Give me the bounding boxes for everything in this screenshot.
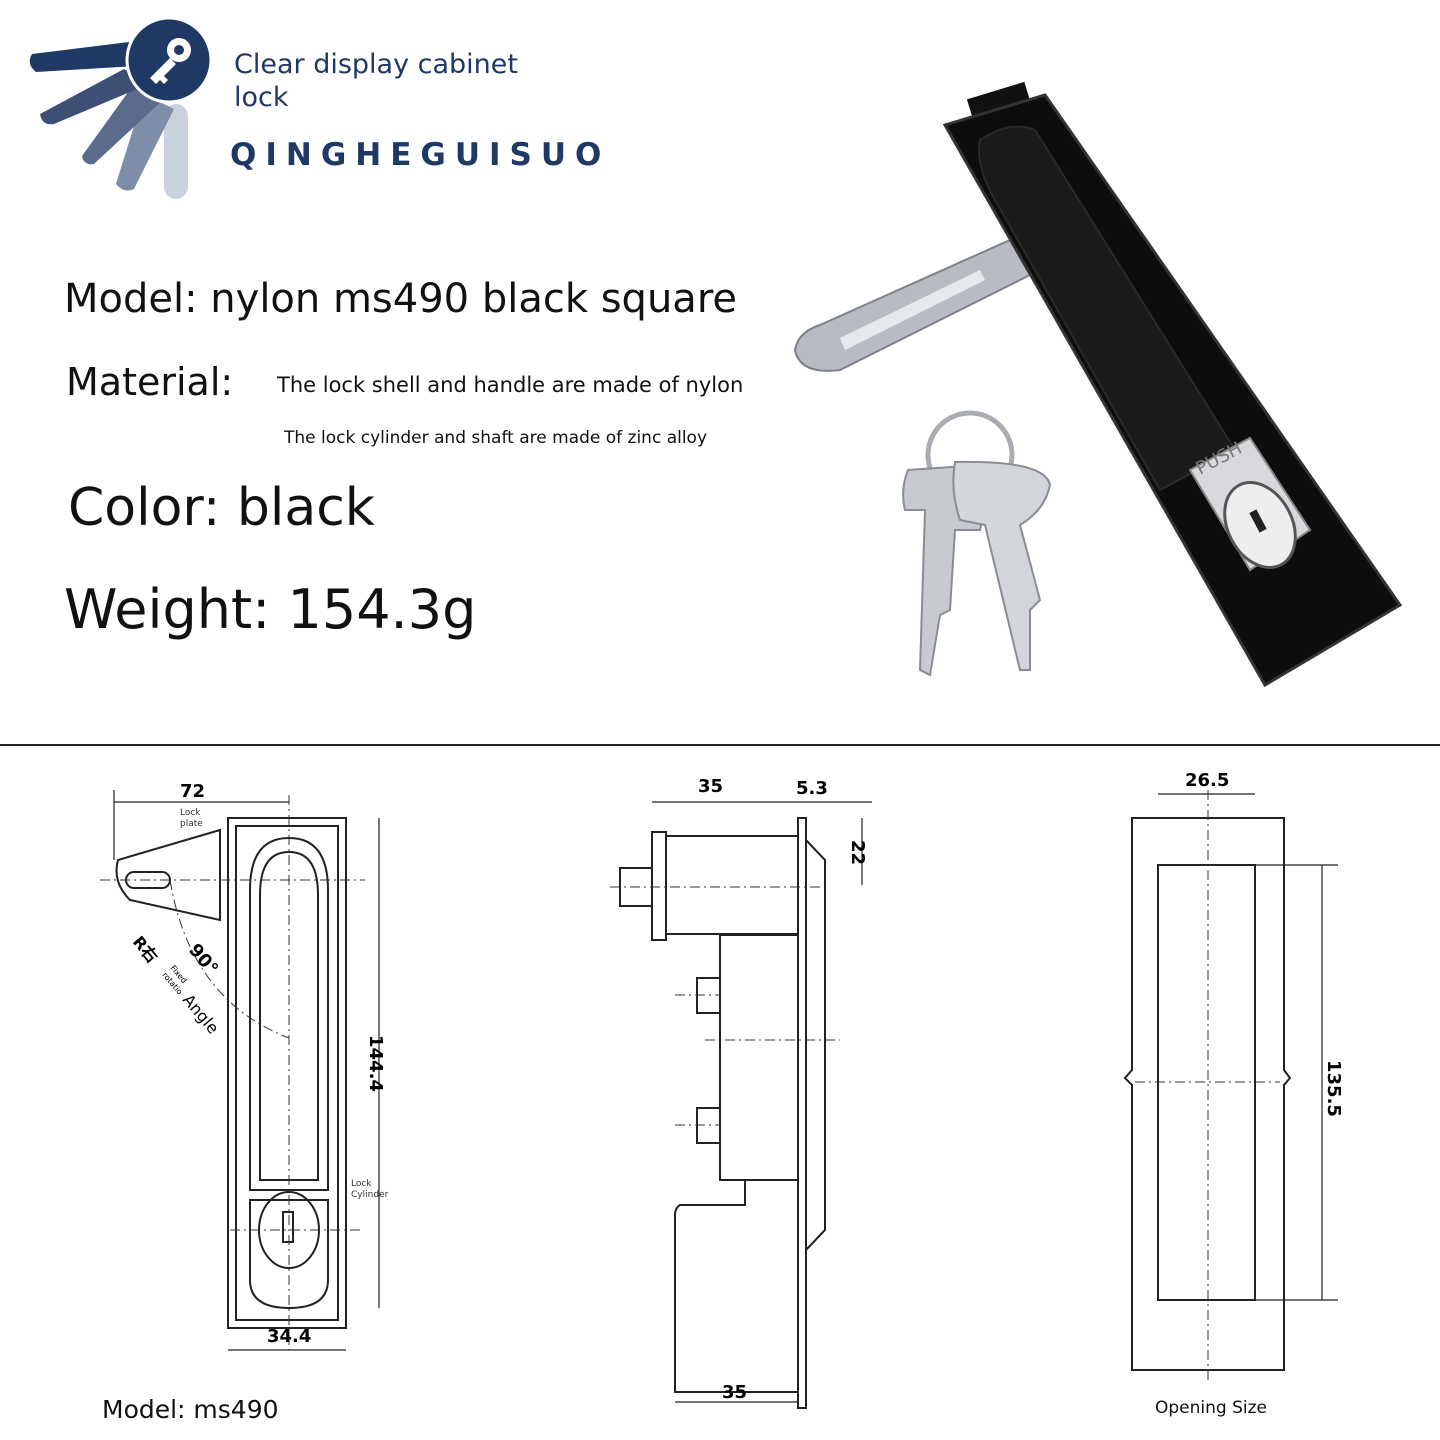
label-lock-plate-line1: Lock bbox=[180, 808, 201, 818]
dim-cylinder-height: 22 bbox=[847, 840, 868, 865]
section-divider bbox=[0, 744, 1440, 746]
spec-material-line2: The lock cylinder and shaft are made of … bbox=[284, 428, 708, 448]
key-icon bbox=[150, 38, 191, 84]
spec-color: Color: black bbox=[68, 478, 375, 538]
spec-weight: Weight: 154.3g bbox=[64, 578, 477, 641]
caption-model: Model: ms490 bbox=[102, 1395, 279, 1424]
brand-tagline-line1: Clear display cabinet bbox=[234, 49, 518, 80]
dim-opening-width: 26.5 bbox=[1185, 770, 1229, 791]
spec-material-line1: The lock shell and handle are made of ny… bbox=[277, 373, 744, 397]
lock-blade bbox=[793, 238, 1032, 372]
spec-material-label: Material: bbox=[66, 360, 234, 404]
caption-opening-size: Opening Size bbox=[1155, 1398, 1267, 1418]
brand-tagline-line2: lock bbox=[234, 82, 289, 113]
label-lock-plate-line2: plate bbox=[180, 819, 203, 829]
product-photo: PUSH bbox=[793, 81, 1403, 688]
drawing-side-view: 35 5.3 22 35 bbox=[610, 776, 872, 1409]
dim-depth-bottom: 35 bbox=[722, 1382, 747, 1403]
dim-depth-top-left: 35 bbox=[698, 776, 723, 797]
label-rotation-line4: Angle bbox=[179, 990, 223, 1037]
spec-model: Model: nylon ms490 black square bbox=[64, 276, 737, 322]
label-cylinder-line2: Cylinder bbox=[351, 1190, 389, 1200]
brand-logo bbox=[29, 16, 213, 199]
dim-width-bottom: 34.4 bbox=[267, 1326, 311, 1347]
label-rotation-line1: R右 bbox=[129, 932, 162, 966]
dim-opening-height: 135.5 bbox=[1323, 1060, 1344, 1117]
label-cylinder-line1: Lock bbox=[351, 1179, 372, 1189]
logo-fan-icon bbox=[29, 42, 188, 199]
drawing-front-view: 72 Lock plate 90° R右 Fixed rotatio Angle… bbox=[100, 781, 389, 1351]
drawing-opening-size: 26.5 135.5 bbox=[1123, 770, 1344, 1380]
keys-icon bbox=[902, 410, 1052, 677]
dim-width-top: 72 bbox=[180, 781, 205, 802]
dim-height: 144.4 bbox=[365, 1035, 386, 1092]
dim-depth-top-right: 5.3 bbox=[796, 778, 828, 799]
lock-handle-body: PUSH bbox=[942, 81, 1403, 688]
brand-name: QINGHEGUISUO bbox=[230, 137, 611, 173]
